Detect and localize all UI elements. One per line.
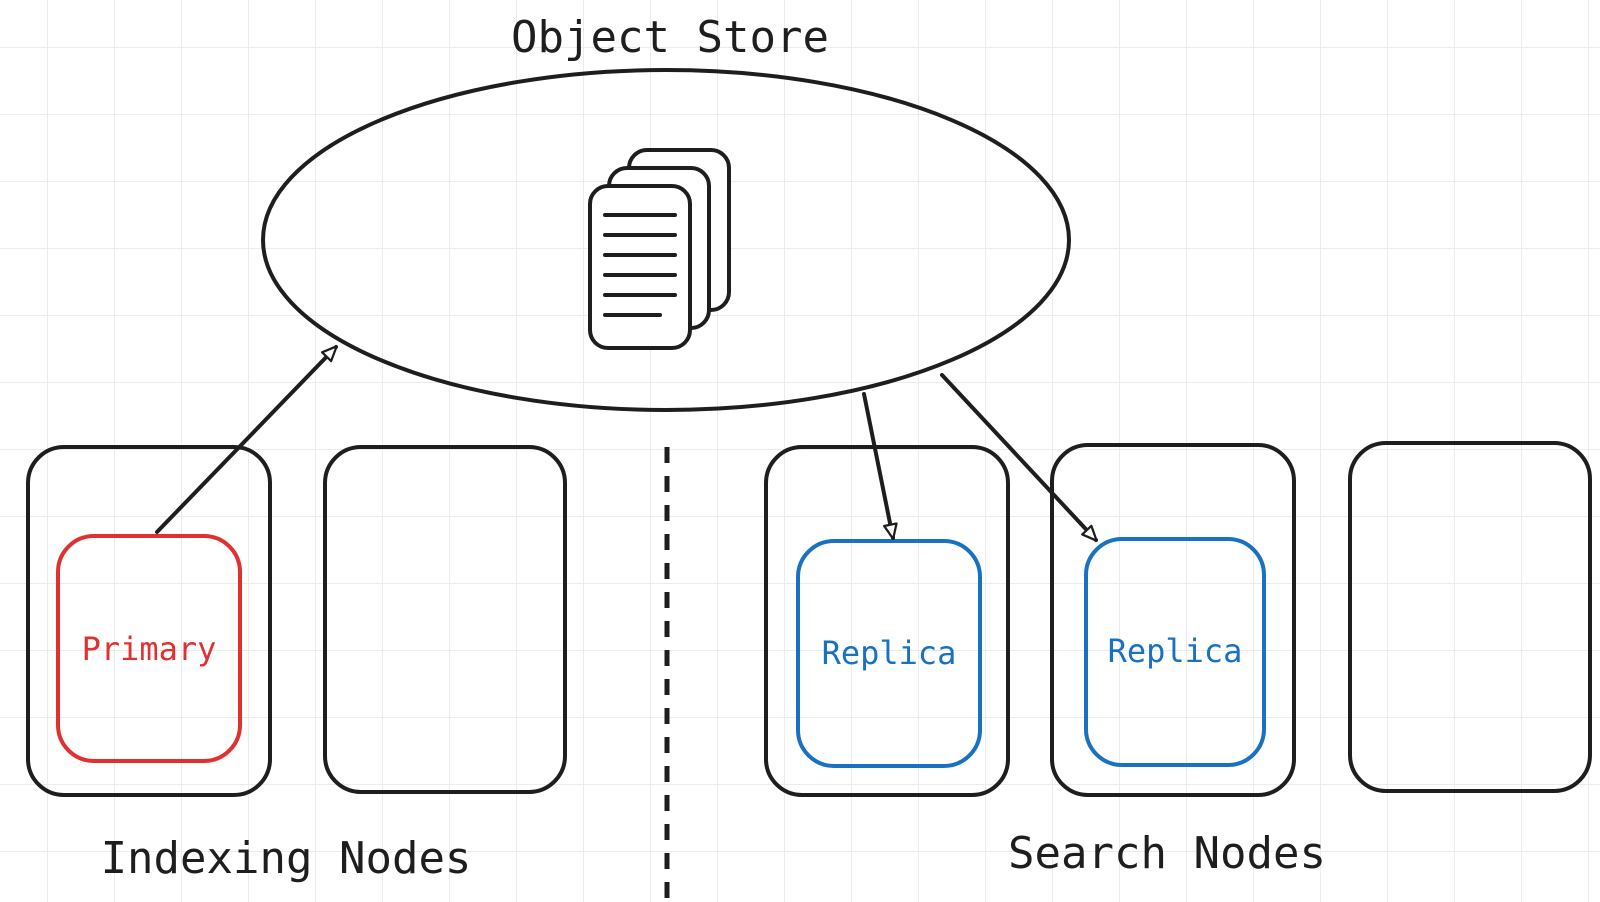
object-store-ellipse	[261, 68, 1071, 412]
replica-shard-1	[796, 539, 982, 768]
object-store-title: Object Store	[511, 12, 829, 63]
replica-shard-1-label: Replica	[822, 634, 957, 672]
documents-stack-icon	[588, 148, 731, 350]
search-node-1	[764, 445, 1010, 797]
indexing-node-2	[323, 445, 567, 794]
download-arrow-2	[940, 373, 1098, 542]
search-node-2	[1050, 443, 1296, 797]
search-node-3	[1348, 441, 1592, 793]
primary-shard-label: Primary	[82, 630, 217, 668]
upload-arrow	[155, 345, 338, 534]
indexing-nodes-label: Indexing Nodes	[101, 833, 472, 884]
download-arrow-1	[862, 392, 898, 541]
primary-shard	[56, 534, 242, 763]
search-nodes-label: Search Nodes	[1008, 828, 1326, 879]
indexing-node-1	[26, 445, 272, 797]
replica-shard-2-label: Replica	[1108, 632, 1243, 670]
replica-shard-2	[1084, 537, 1266, 767]
